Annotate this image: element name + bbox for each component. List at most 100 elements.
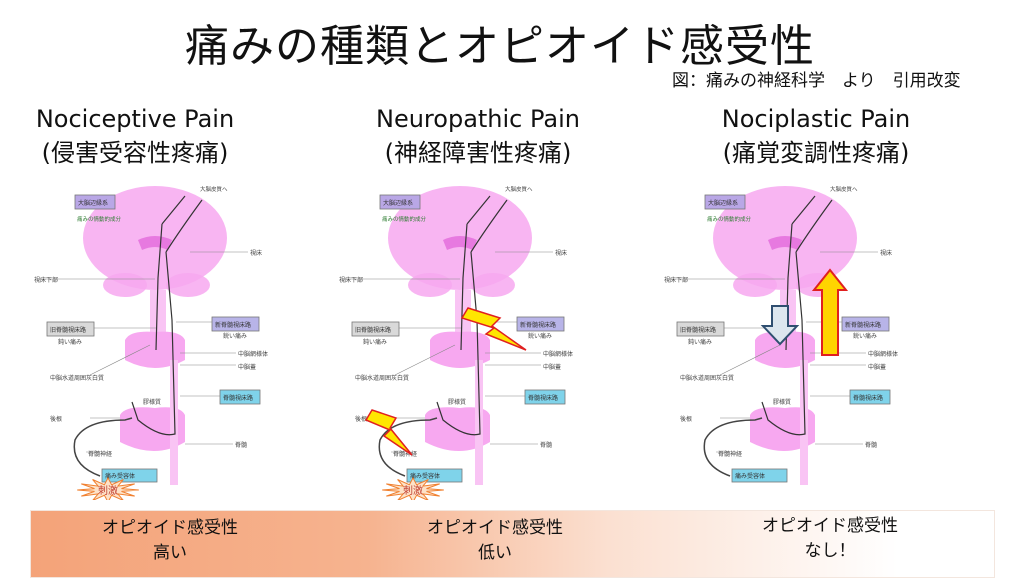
diagram-label-dorsal_root: 後根 (680, 415, 692, 423)
diagram-label-pag: 中脳水道周囲灰白質 (680, 374, 734, 382)
diagram-label-hypothalamus: 視床下部 (339, 276, 363, 284)
pain-pathway-diagram-neuropathic: 大脳辺縁系痛みの情動的成分大脳皮質へ視床視床下部旧脊髄視床路鈍い痛み新脊髄視床路… (339, 185, 573, 500)
diagram-label-reticular: 中脳網様体 (868, 350, 898, 358)
spinal-cord-section (425, 407, 490, 451)
diagram-box-st_tract (849, 389, 891, 405)
diagram-label-dorsal_root: 後根 (50, 415, 62, 423)
pain-pathway-diagram-nociplastic: 大脳辺縁系痛みの情動的成分大脳皮質へ視床視床下部旧脊髄視床路鈍い痛み新脊髄視床路… (664, 185, 898, 485)
stimulus-starburst-icon (382, 476, 444, 500)
brainstem-shape (150, 290, 166, 340)
opioid-label: オピオイド感受性 (427, 518, 563, 538)
diagram-label-limbic: 大脳辺縁系 (383, 199, 413, 207)
heading-neuropathic: Neuropathic Pain (神経障害性疼痛) (328, 102, 628, 170)
diagram-label-sharp_pain: 鋭い痛み (223, 332, 247, 340)
diagram-label-dull_pain: 鈍い痛み (363, 338, 387, 346)
diagram-label-neo_tract: 新脊髄視床路 (845, 321, 881, 329)
temporal-lobe-right (166, 273, 210, 297)
diagram-label-gelatinosa: 膠様質 (143, 398, 161, 406)
spinal-cord-section (750, 407, 815, 451)
diagram-box-neo_tract (211, 316, 260, 332)
diagram-label-reticular: 中脳網様体 (238, 350, 268, 358)
opioid-value: なし！ (804, 541, 856, 561)
diagram-label-pag: 中脳水道周囲灰白質 (355, 374, 409, 382)
diagram-label-thalamus: 視床 (880, 249, 892, 257)
diagram-label-st_tract: 脊髄視床路 (528, 394, 558, 402)
diagram-label-paleo_tract: 旧脊髄視床路 (355, 326, 391, 334)
diagram-box-receptor (731, 468, 788, 483)
diagram-label-spinal_cord: 脊髄 (865, 441, 877, 449)
opioid-nociceptive: オピオイド感受性 高い (20, 516, 320, 566)
diagram-label-limbic: 大脳辺縁系 (708, 199, 738, 207)
heading-nociceptive: Nociceptive Pain (侵害受容性疼痛) (0, 102, 285, 170)
temporal-lobe-right (471, 273, 515, 297)
ventricle-shape (768, 236, 802, 250)
diagram-box-receptor (406, 468, 463, 483)
heading-en: Nociplastic Pain (721, 105, 911, 133)
diagram-label-spinal_nerve: 脊髄神経 (393, 450, 417, 458)
opioid-value: 高い (153, 543, 187, 563)
slide-title: 痛みの種類とオピオイド感受性 (185, 21, 815, 72)
diagram-label-receptor: 痛み受容体 (105, 472, 135, 480)
heading-nociplastic: Nociplastic Pain (痛覚変調性疼痛) (666, 102, 966, 170)
diagram-label-thalamus: 視床 (250, 249, 262, 257)
heading-en: Neuropathic Pain (376, 105, 580, 133)
opioid-nociplastic: オピオイド感受性 なし！ (680, 514, 980, 564)
diagram-label-emotional: 痛みの情動的成分 (707, 215, 752, 223)
pain-pathway-diagram-nociceptive: 大脳辺縁系痛みの情動的成分大脳皮質へ視床視床下部旧脊髄視床路鈍い痛み新脊髄視床路… (34, 185, 268, 500)
opioid-value: 低い (478, 543, 512, 563)
diagram-label-dull_pain: 鈍い痛み (688, 338, 712, 346)
diagram-label-receptor: 痛み受容体 (735, 472, 765, 480)
diagram-box-receptor (101, 468, 158, 483)
diagram-box-paleo_tract (46, 321, 95, 337)
diagram-label-pag: 中脳水道周囲灰白質 (50, 374, 104, 382)
spinal-nerve-line (703, 417, 763, 477)
diagram-label-hypothalamus: 視床下部 (664, 276, 688, 284)
spinal-cord-section (120, 407, 185, 451)
diagram-label-to_cortex: 大脳皮質へ (505, 185, 533, 193)
diagram-label-to_cortex: 大脳皮質へ (200, 185, 228, 193)
diagram-label-st_tract: 脊髄視床路 (223, 394, 253, 402)
diagram-label-sharp_pain: 鋭い痛み (528, 332, 552, 340)
midbrain-shape (125, 331, 185, 368)
diagram-label-gelatinosa: 膠様質 (773, 398, 791, 406)
diagram-label-neo_tract: 新脊髄視床路 (520, 321, 556, 329)
diagram-label-tectum: 中脳蓋 (543, 363, 561, 371)
diagram-box-paleo_tract (676, 321, 725, 337)
leader-lines (40, 251, 248, 453)
diagram-label-to_cortex: 大脳皮質へ (830, 185, 858, 193)
diagram-label-receptor: 痛み受容体 (410, 472, 440, 480)
ventricle-shape (138, 236, 172, 250)
diagram-box-limbic (74, 194, 116, 210)
diagram-label-reticular: 中脳網様体 (543, 350, 573, 358)
diagram-label-limbic: 大脳辺縁系 (78, 199, 108, 207)
temporal-lobe-left (408, 273, 452, 297)
ventricle-shape (443, 236, 477, 250)
spinal-cord-column (800, 360, 808, 485)
diagram-label-spinal_nerve: 脊髄神経 (88, 450, 112, 458)
pain-pathway-lines (131, 195, 203, 436)
heading-ja: (侵害受容性疼痛) (41, 139, 229, 167)
diagram-box-limbic (704, 194, 746, 210)
diagram-box-st_tract (219, 389, 261, 405)
diagram-label-dull_pain: 鈍い痛み (58, 338, 82, 346)
diagram-label-tectum: 中脳蓋 (868, 363, 886, 371)
diagram-label-stimulus: 刺激 (98, 484, 118, 497)
pain-pathway-lines (761, 195, 833, 436)
diagram-box-st_tract (524, 389, 566, 405)
opioid-neuropathic: オピオイド感受性 低い (345, 516, 645, 566)
heading-ja: (神経障害性疼痛) (384, 139, 572, 167)
diagram-label-tectum: 中脳蓋 (238, 363, 256, 371)
diagram-label-emotional: 痛みの情動的成分 (382, 215, 427, 223)
citation: 図：痛みの神経科学 より 引用改変 (672, 71, 961, 91)
diagram-label-st_tract: 脊髄視床路 (853, 394, 883, 402)
spinal-cord-column (170, 360, 178, 485)
diagram-label-gelatinosa: 膠様質 (448, 398, 466, 406)
diagram-label-emotional: 痛みの情動的成分 (77, 215, 122, 223)
heading-ja: (痛覚変調性疼痛) (722, 139, 910, 167)
spinal-cord-column (475, 360, 483, 485)
diagram-box-limbic (379, 194, 421, 210)
diagram-label-spinal_nerve: 脊髄神経 (718, 450, 742, 458)
diagram-box-paleo_tract (351, 321, 400, 337)
opioid-label: オピオイド感受性 (762, 516, 898, 536)
diagram-label-spinal_cord: 脊髄 (540, 441, 552, 449)
